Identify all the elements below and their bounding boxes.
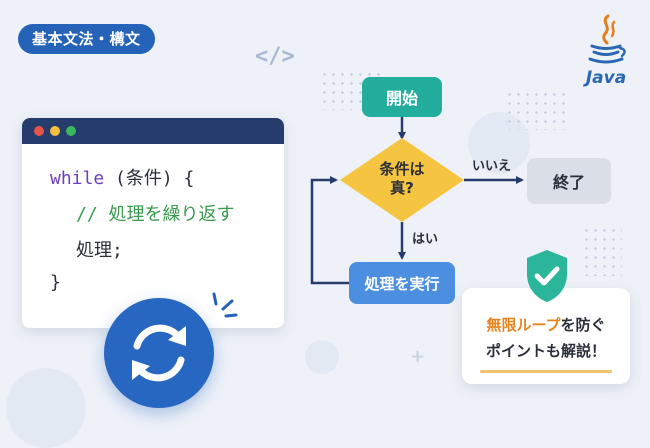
- java-logo-icon: Java: [578, 12, 634, 96]
- background-dots: [505, 90, 565, 130]
- condition-diamond: [340, 138, 464, 222]
- code-condition: (条件) {: [104, 168, 195, 189]
- callout-card: 無限ループを防ぐ ポイントも解説！: [462, 288, 630, 384]
- code-line-1: while (条件) {: [50, 164, 194, 190]
- condition-node: 条件は 真?: [356, 160, 448, 198]
- minimize-dot-icon: [50, 126, 60, 136]
- shield-check-icon: [527, 250, 567, 302]
- code-keyword-while: while: [50, 168, 105, 189]
- maximize-dot-icon: [66, 126, 76, 136]
- callout-text: 無限ループを防ぐ ポイントも解説！: [462, 312, 630, 364]
- condition-label-line2: 真?: [390, 179, 414, 197]
- category-badge: 基本文法・構文: [18, 24, 155, 54]
- plus-decoration: +: [410, 346, 426, 367]
- callout-highlight: 無限ループ: [486, 316, 561, 334]
- background-circle-small: [305, 340, 339, 374]
- spark-lines-icon: [212, 292, 238, 318]
- no-label: いいえ: [472, 159, 512, 174]
- condition-label-line1: 条件は: [379, 160, 425, 178]
- callout-line-2: ポイントも解説！: [485, 342, 606, 360]
- loop-arrows-icon: [104, 298, 214, 408]
- java-logo-text: Java: [585, 68, 627, 88]
- flowchart-connectors: [310, 117, 524, 285]
- background-dots: [582, 226, 622, 276]
- code-icon: </>: [255, 44, 295, 69]
- close-dot-icon: [34, 126, 44, 136]
- yes-label: はい: [412, 232, 439, 247]
- callout-underline: [480, 370, 612, 373]
- code-window: while (条件) { // 処理を繰り返す 処理; }: [22, 118, 284, 328]
- window-title-bar: [22, 118, 284, 144]
- end-node: 終了: [527, 158, 611, 204]
- callout-line1-rest: を防ぐ: [560, 316, 606, 334]
- process-node: 処理を実行: [349, 262, 455, 304]
- code-line-close: }: [50, 272, 61, 293]
- callout-line-1: 無限ループを防ぐ: [462, 312, 630, 338]
- code-line-statement: 処理;: [76, 240, 123, 261]
- code-line-comment: // 処理を繰り返す: [76, 204, 235, 225]
- start-node: 開始: [362, 77, 442, 117]
- arrow-loop-back: [310, 176, 349, 285]
